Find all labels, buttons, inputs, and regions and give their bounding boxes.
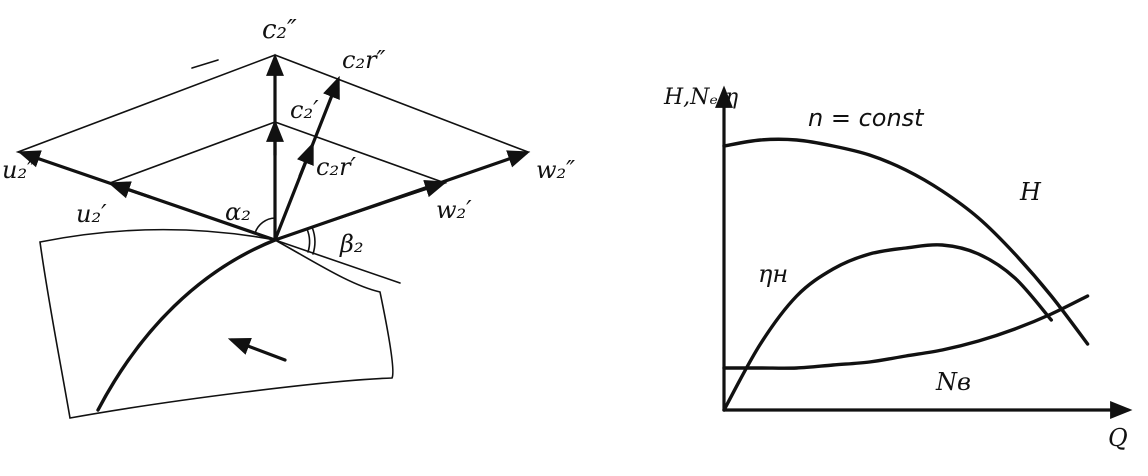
vector-u2p <box>107 181 152 199</box>
beta2-arc-outer <box>311 226 316 255</box>
label-u2p: u₂′ <box>76 200 107 228</box>
vector-c2rp <box>297 141 314 178</box>
curve-head <box>722 137 1090 346</box>
rotation-arrow <box>227 337 287 362</box>
curve-power <box>722 294 1090 370</box>
vector-w2p <box>398 180 448 199</box>
edge-tick <box>191 59 219 69</box>
curve-efficiency <box>722 243 1053 412</box>
label-c2rp: c₂r′ <box>316 153 357 181</box>
label-alpha2: α₂ <box>225 198 251 226</box>
inner-parallelogram <box>107 121 448 241</box>
beta2-arc-inner <box>306 228 311 253</box>
label-c2p: c₂′ <box>290 96 319 124</box>
x-axis-label: Q <box>1108 424 1128 452</box>
annotation-n-const: n = const <box>808 104 925 132</box>
label-c2rpp: c₂r″ <box>342 46 386 74</box>
label-beta2: β₂ <box>339 230 364 258</box>
label-w2p: w₂′ <box>436 196 472 224</box>
label-curve-eta: ηн <box>758 260 788 288</box>
impeller-blade <box>96 238 277 412</box>
characteristic-chart: H,Nₑ η Q n = const H ηн Nв <box>663 85 1133 452</box>
velocity-diagram: c₂″ c₂r″ c₂′ c₂r′ u₂″ u₂′ w₂′ w₂″ α₂ β₂ <box>2 15 575 419</box>
label-u2pp: u₂″ <box>2 156 36 184</box>
label-curve-h: H <box>1019 178 1042 206</box>
curve-layer <box>722 137 1090 412</box>
label-c2pp: c₂″ <box>262 15 297 45</box>
impeller-outline <box>39 228 394 419</box>
alpha2-arc <box>254 217 276 234</box>
label-w2pp: w₂″ <box>536 156 575 184</box>
y-axis-label: H,Nₑ η <box>663 85 738 110</box>
label-curve-nb: Nв <box>935 368 971 396</box>
tangent-line <box>274 239 401 284</box>
